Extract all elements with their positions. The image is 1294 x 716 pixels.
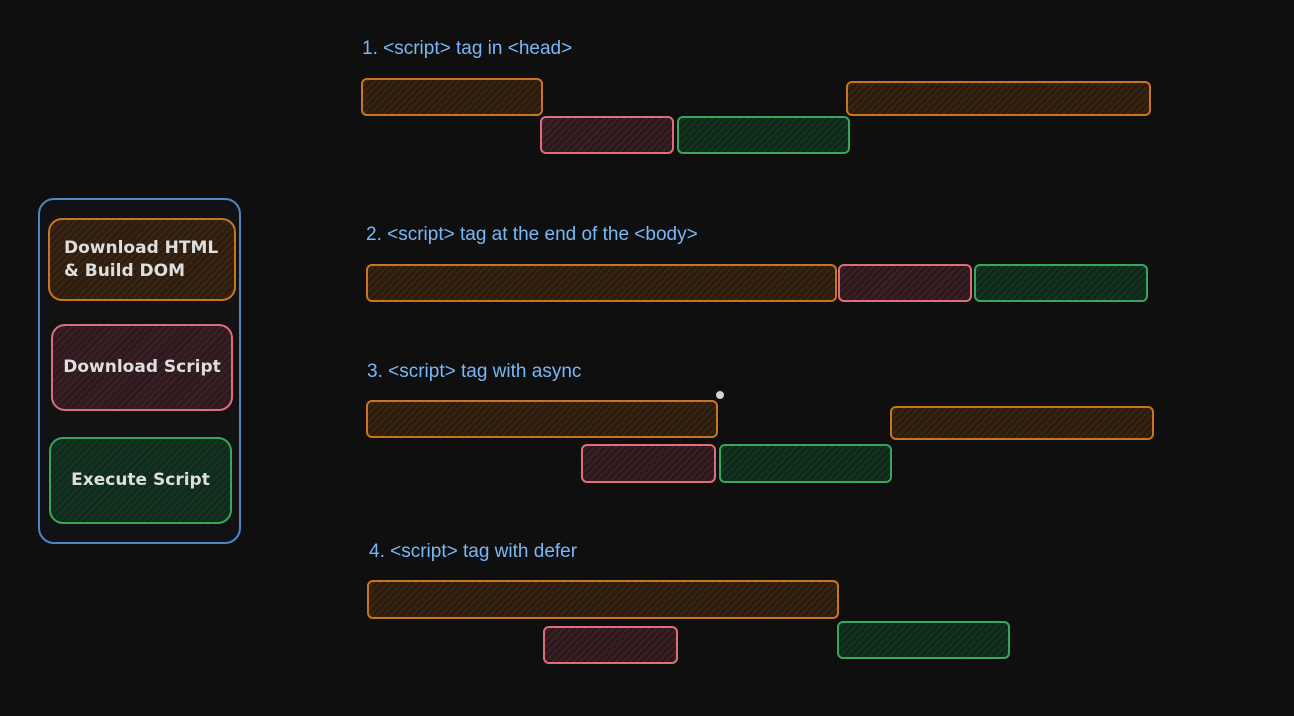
scenario-3-execute-bar [719,444,892,483]
scenario-3-html-bar-2 [890,406,1154,440]
scenario-1-html-bar-2 [846,81,1151,116]
scenario-3-html-bar-1 [366,400,718,438]
scenario-4-title: 4. <script> tag with defer [369,541,578,562]
scenario-1-html-bar-1 [361,78,543,116]
scenario-4-execute-bar [837,621,1010,659]
scenario-2-execute-bar [974,264,1148,302]
scenario-2-download-bar [838,264,972,302]
scenario-3-title: 3. <script> tag with async [367,361,582,382]
scenario-2-title: 2. <script> tag at the end of the <body> [366,224,698,245]
scenario-3-download-bar [581,444,716,483]
legend-execute-script: Execute Script [49,437,232,524]
legend: Download HTML & Build DOM Download Scrip… [38,198,241,544]
scenario-1-execute-bar [677,116,850,154]
scenario-1-download-bar [540,116,674,154]
scenario-4-html-bar [367,580,839,619]
mouse-cursor [716,391,724,399]
legend-download-script: Download Script [51,324,233,411]
legend-download-html: Download HTML & Build DOM [48,218,236,301]
scenario-4-download-bar [543,626,678,664]
scenario-1-title: 1. <script> tag in <head> [362,38,573,59]
scenario-2-html-bar [366,264,837,302]
